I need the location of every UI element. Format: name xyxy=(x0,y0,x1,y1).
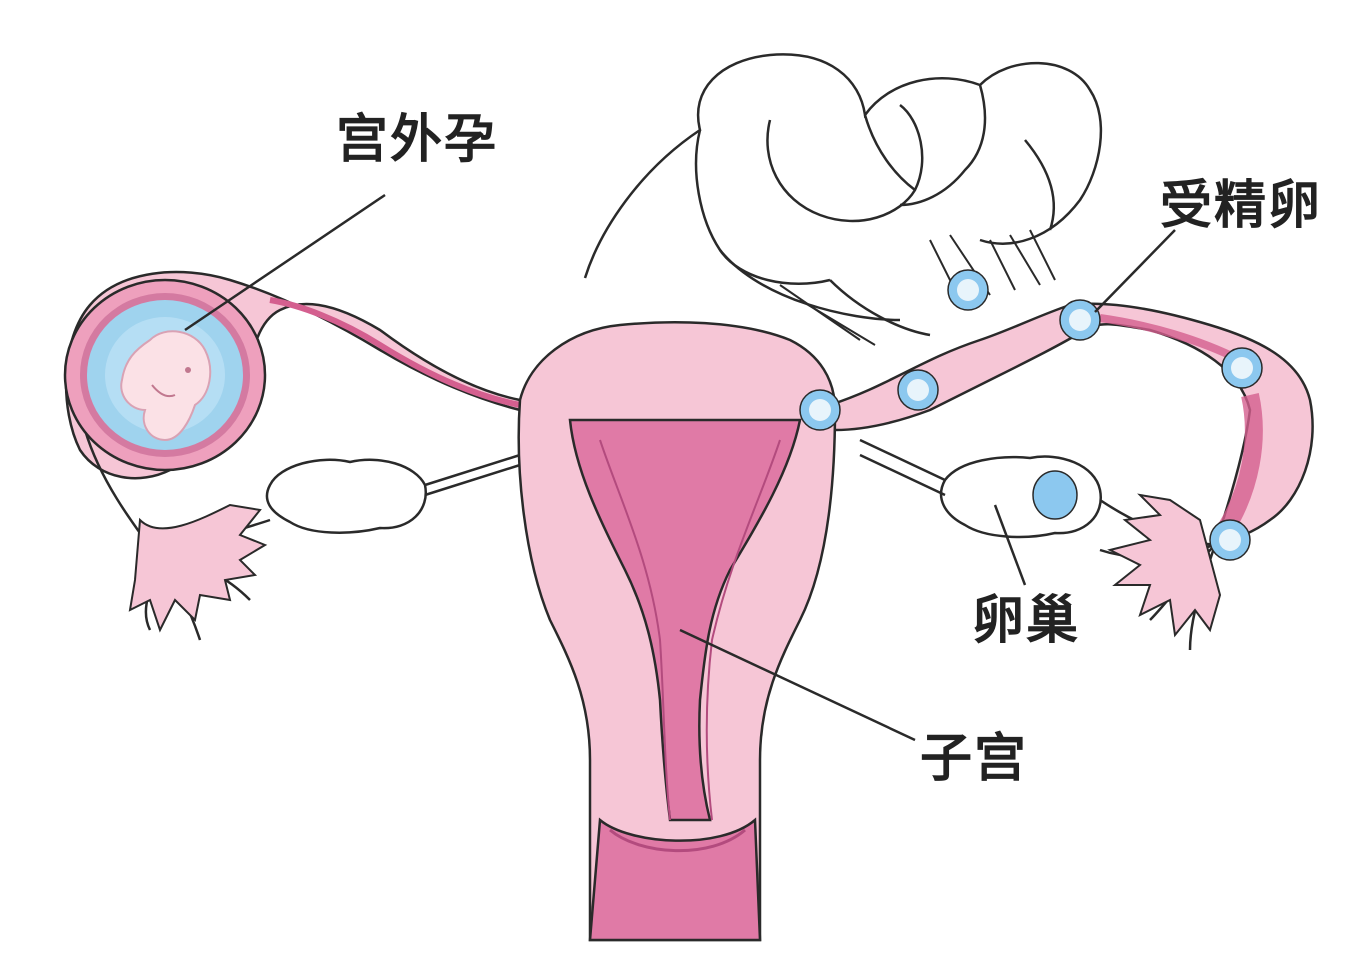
fertilized-egg-icon xyxy=(897,369,939,411)
label-uterus: 子宫 xyxy=(920,729,1029,789)
leader-line-ovary xyxy=(993,504,1027,586)
fertilized-egg-icon xyxy=(799,389,841,431)
mesentery-lines xyxy=(779,229,1056,346)
label-fertilized-egg: 受精卵 xyxy=(1160,176,1323,236)
fertilized-egg-icon xyxy=(1209,519,1251,561)
fertilized-egg-icon xyxy=(1221,347,1263,389)
fertilized-eggs xyxy=(799,269,1263,561)
left-ovary xyxy=(265,453,521,534)
leader-line-uterus xyxy=(679,628,916,742)
leader-line-fertilized xyxy=(1094,229,1176,313)
embryo-icon xyxy=(120,330,212,442)
leader-line-ectopic xyxy=(184,193,386,332)
label-ectopic-pregnancy: 宫外孕 xyxy=(336,110,499,170)
intestine-outline xyxy=(583,53,1103,337)
fertilized-egg-icon xyxy=(1059,299,1101,341)
leader-lines xyxy=(184,193,1176,742)
fertilized-egg-icon xyxy=(947,269,989,311)
uterus-body xyxy=(517,320,837,942)
right-fallopian-tube xyxy=(828,302,1314,651)
label-ovary: 卵巢 xyxy=(972,591,1081,651)
right-ovary xyxy=(859,438,1103,539)
